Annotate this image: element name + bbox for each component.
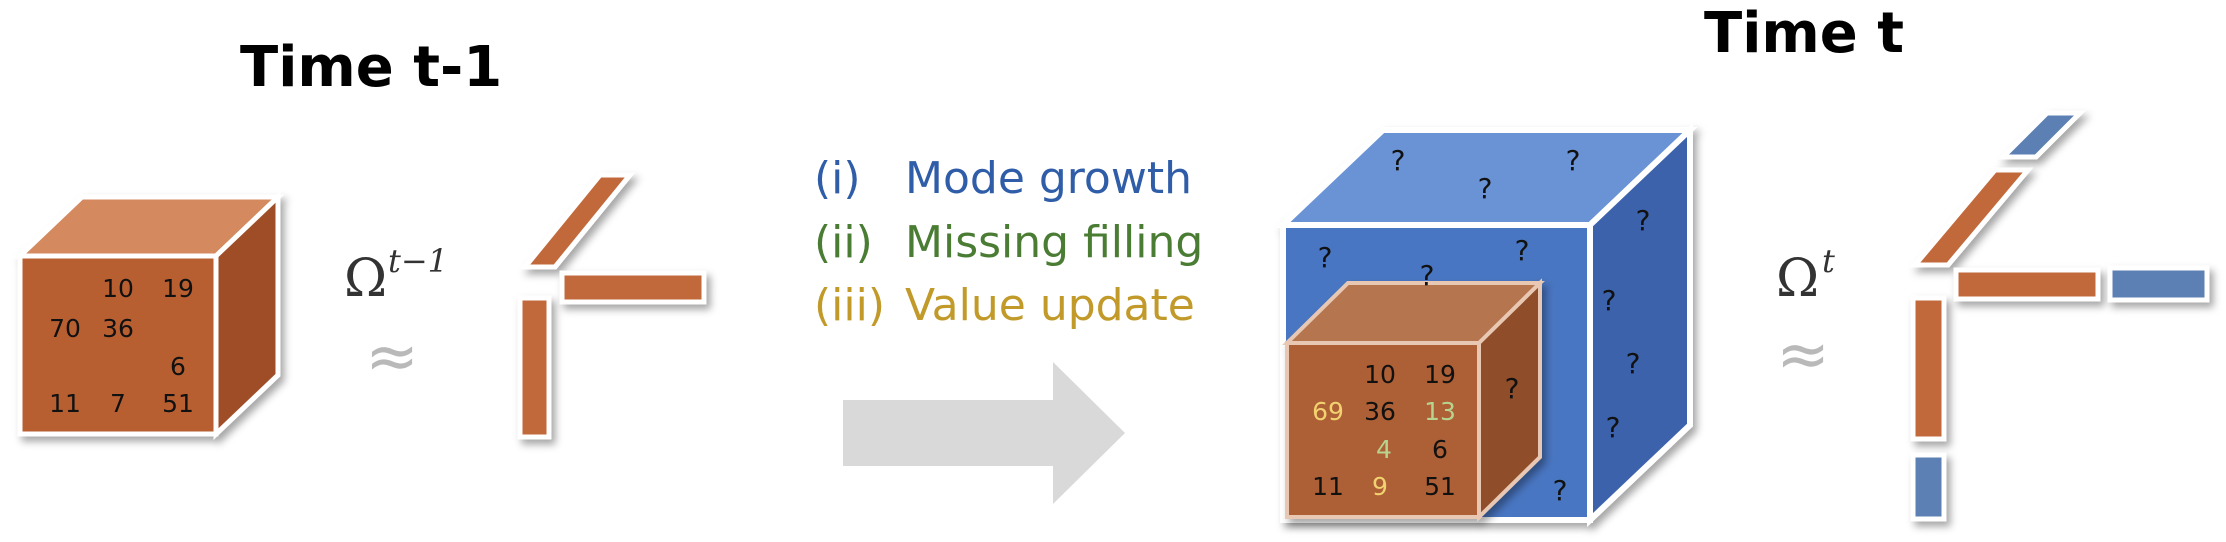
question-mark-icon: ?: [1553, 474, 1568, 507]
question-mark-icon: ?: [1391, 144, 1406, 177]
tensor-cube-prev: [13, 191, 285, 440]
step-2-label: Missing filling: [905, 217, 1203, 268]
tensor-values-curr: 10 19 69 36 13 4 6 11 9 51: [1312, 360, 1456, 501]
tensor-value: 36: [1364, 397, 1396, 426]
factor-matrices-curr: [1909, 110, 2210, 522]
tensor-value: 51: [162, 389, 194, 418]
step-1-number: (i): [814, 153, 861, 204]
tensor-value: 36: [102, 314, 134, 343]
title-time-t-minus-1: Time t-1: [240, 35, 502, 100]
omega-symbol: Ω: [344, 249, 387, 309]
question-mark-icon: ?: [1566, 144, 1581, 177]
factor-mode1-new: [1910, 452, 1947, 522]
step-2-number: (ii): [814, 217, 873, 268]
factor-matrices-prev: [517, 172, 707, 440]
omega-prev-label: Ω t−1 ≈: [344, 242, 448, 394]
cube-front-face: [17, 253, 219, 437]
factor-mode3: [1909, 167, 2034, 268]
step-3-label: Value update: [905, 280, 1195, 331]
approx-symbol: ≈: [365, 320, 419, 394]
tensor-value: 10: [1364, 360, 1396, 389]
unknown-entries: ? ? ? ? ? ? ? ? ? ? ? ?: [1318, 144, 1651, 507]
tensor-value-filled: 13: [1424, 397, 1456, 426]
question-mark-icon: ?: [1606, 411, 1621, 444]
omega-curr-label: Ω t ≈: [1776, 242, 1835, 392]
omega-superscript: t: [1822, 242, 1835, 280]
factor-mode1: [517, 295, 552, 440]
tensor-value-filled: 4: [1376, 435, 1392, 464]
tensor-value: 10: [102, 274, 134, 303]
factor-mode2: [559, 270, 707, 305]
question-mark-icon: ?: [1515, 234, 1530, 267]
question-mark-icon: ?: [1420, 259, 1435, 292]
omega-symbol: Ω: [1776, 249, 1819, 309]
step-1-label: Mode growth: [905, 153, 1192, 204]
question-mark-icon: ?: [1636, 204, 1651, 237]
approx-symbol: ≈: [1776, 318, 1830, 392]
factor-mode3: [519, 172, 636, 270]
tensor-value: 11: [49, 389, 81, 418]
tensor-value: 51: [1424, 472, 1456, 501]
question-mark-icon: ?: [1318, 241, 1333, 274]
update-steps: (i) Mode growth (ii) Missing filling (ii…: [814, 153, 1203, 331]
tensor-value: 6: [170, 352, 186, 381]
transition-arrow-icon: [843, 362, 1125, 504]
tensor-value: 19: [1424, 360, 1456, 389]
tensor-value: 70: [49, 314, 81, 343]
factor-mode2-new: [2107, 265, 2210, 303]
omega-superscript: t−1: [388, 242, 448, 280]
tensor-value-updated: 9: [1372, 472, 1388, 501]
tensor-values-prev: 10 19 70 36 6 11 7 51: [49, 274, 194, 418]
question-mark-icon: ?: [1478, 172, 1493, 205]
subcube-front-face: [1285, 341, 1481, 519]
title-time-t: Time t: [1704, 1, 1904, 66]
tensor-value: 7: [110, 389, 126, 418]
tensor-value: 6: [1432, 435, 1448, 464]
question-mark-icon: ?: [1626, 347, 1641, 380]
factor-mode2: [1953, 267, 2101, 302]
factor-mode1: [1910, 295, 1947, 442]
step-3-number: (iii): [814, 280, 885, 331]
tensor-value-updated: 69: [1312, 397, 1344, 426]
factor-mode3-new: [1996, 110, 2087, 160]
tensor-value: 11: [1312, 472, 1344, 501]
tensor-subcube-prev-in-curr: [1282, 278, 1545, 522]
question-mark-icon: ?: [1602, 284, 1617, 317]
tensor-value: 19: [162, 274, 194, 303]
question-mark-icon: ?: [1505, 372, 1520, 405]
